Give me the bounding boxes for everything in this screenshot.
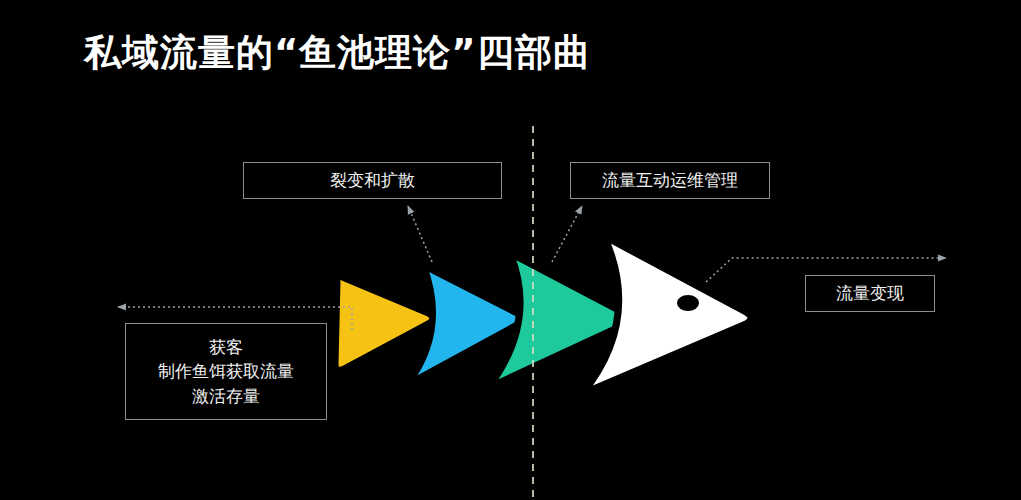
fish-eye [677,295,699,311]
white-fish-head [582,236,751,394]
box-heading: 获客 [209,335,243,360]
text-box: 流量变现 [805,275,935,312]
text-box: 获客制作鱼饵获取流量激活存量 [125,323,327,420]
box-text: 激活存量 [192,384,260,409]
box-text: 流量互动运维管理 [602,168,738,193]
box-text: 流量变现 [836,281,904,306]
text-box: 流量互动运维管理 [570,162,770,199]
leader-line [552,206,582,262]
leader-line [408,206,432,262]
box-text: 制作鱼饵获取流量 [158,359,294,384]
divider-dashed [532,126,534,500]
diagram-title: 私域流量的“鱼池理论”四部曲 [84,28,591,78]
yellow-triangle [336,278,432,370]
text-box: 裂变和扩散 [243,162,502,199]
box-text: 裂变和扩散 [330,168,415,193]
